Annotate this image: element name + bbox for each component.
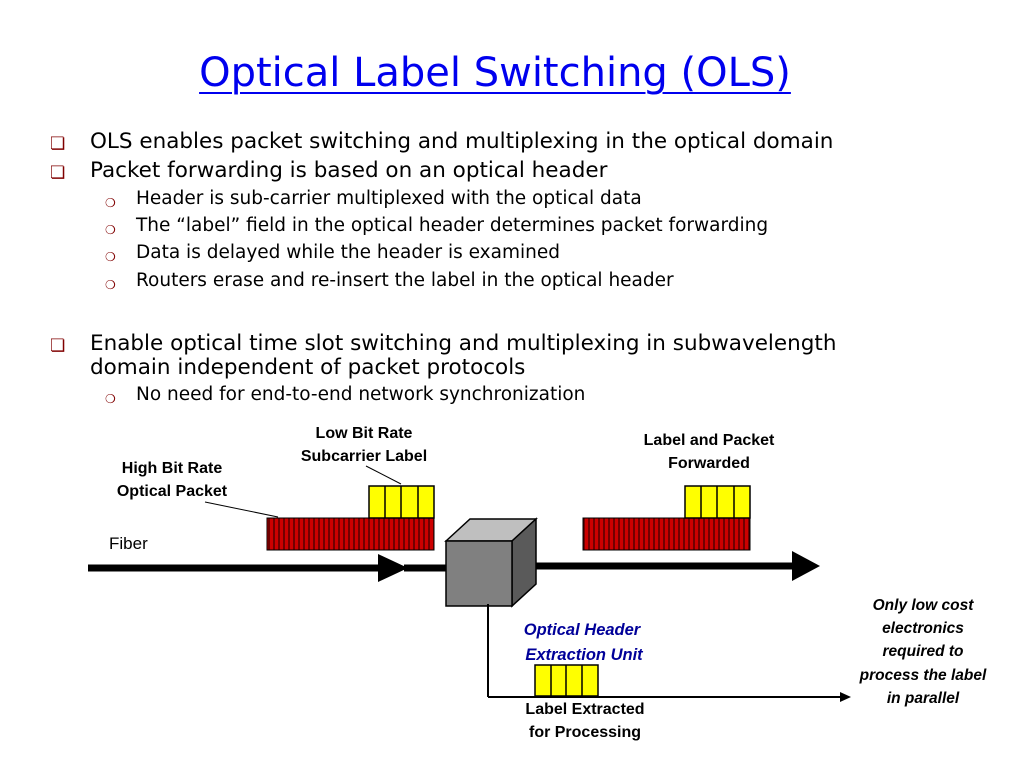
low-cost-line-4: process the label: [859, 667, 987, 684]
slide-title: Optical Label Switching (OLS): [199, 50, 791, 96]
bullet-3-line-2: domain independent of packet protocols: [90, 355, 526, 380]
sub-bullet-marker-icon: ❍: [105, 196, 116, 210]
sub-bullet-4: Routers erase and re-insert the label in…: [136, 270, 674, 291]
low-bit-rate-line-1: Low Bit Rate: [316, 425, 413, 442]
high-bit-rate-line-2: Optical Packet: [117, 483, 228, 500]
sub-bullet-marker-icon: ❍: [105, 392, 116, 406]
bullet-1: OLS enables packet switching and multipl…: [90, 129, 834, 154]
sub-bullet-2: The “label” field in the optical header …: [136, 215, 769, 236]
extraction-unit-line-2: Extraction Unit: [525, 646, 644, 664]
extracted-line-2: for Processing: [529, 724, 641, 741]
fiber-arrow-icon: [378, 554, 408, 582]
forwarded-packet: [582, 517, 751, 551]
bullet-marker-icon: ❏: [50, 134, 66, 154]
sub-bullet-1: Header is sub-carrier multiplexed with t…: [136, 188, 642, 209]
extracted-label: [534, 664, 599, 697]
high-bit-rate-packet: [266, 517, 435, 551]
sub-bullet-5: No need for end-to-end network synchroni…: [136, 384, 586, 405]
low-cost-line-1: Only low cost: [873, 597, 975, 614]
output-arrow-icon: [792, 551, 820, 581]
fiber-line: [88, 551, 820, 582]
forwarded-label: [684, 485, 751, 519]
bullet-list: ❏ OLS enables packet switching and multi…: [50, 129, 837, 406]
extraction-unit-cube: [444, 517, 538, 608]
forwarded-line-2: Forwarded: [668, 455, 750, 472]
high-bit-rate-pointer: [204, 501, 279, 518]
extraction-output-line: [487, 604, 851, 702]
bullet-2: Packet forwarding is based on an optical…: [90, 158, 608, 183]
extraction-unit-line-1: Optical Header: [524, 621, 642, 639]
sub-bullet-3: Data is delayed while the header is exam…: [136, 242, 560, 263]
forwarded-line-1: Label and Packet: [644, 432, 775, 449]
low-bit-rate-pointer: [365, 465, 402, 485]
bullet-3-line-1: Enable optical time slot switching and m…: [90, 331, 837, 356]
bullet-marker-icon: ❏: [50, 163, 66, 183]
bullet-marker-icon: ❏: [50, 336, 66, 356]
high-bit-rate-line-1: High Bit Rate: [122, 460, 223, 477]
low-bit-rate-label: [368, 485, 435, 519]
extracted-line-1: Label Extracted: [525, 701, 644, 718]
extraction-arrow-icon: [840, 692, 851, 702]
low-cost-line-5: in parallel: [887, 690, 960, 707]
sub-bullet-marker-icon: ❍: [105, 223, 116, 237]
sub-bullet-marker-icon: ❍: [105, 250, 116, 264]
low-bit-rate-line-2: Subcarrier Label: [301, 448, 427, 465]
sub-bullet-marker-icon: ❍: [105, 278, 116, 292]
low-cost-line-2: electronics: [882, 620, 964, 637]
low-cost-line-3: required to: [883, 643, 964, 660]
fiber-label: Fiber: [109, 534, 148, 553]
